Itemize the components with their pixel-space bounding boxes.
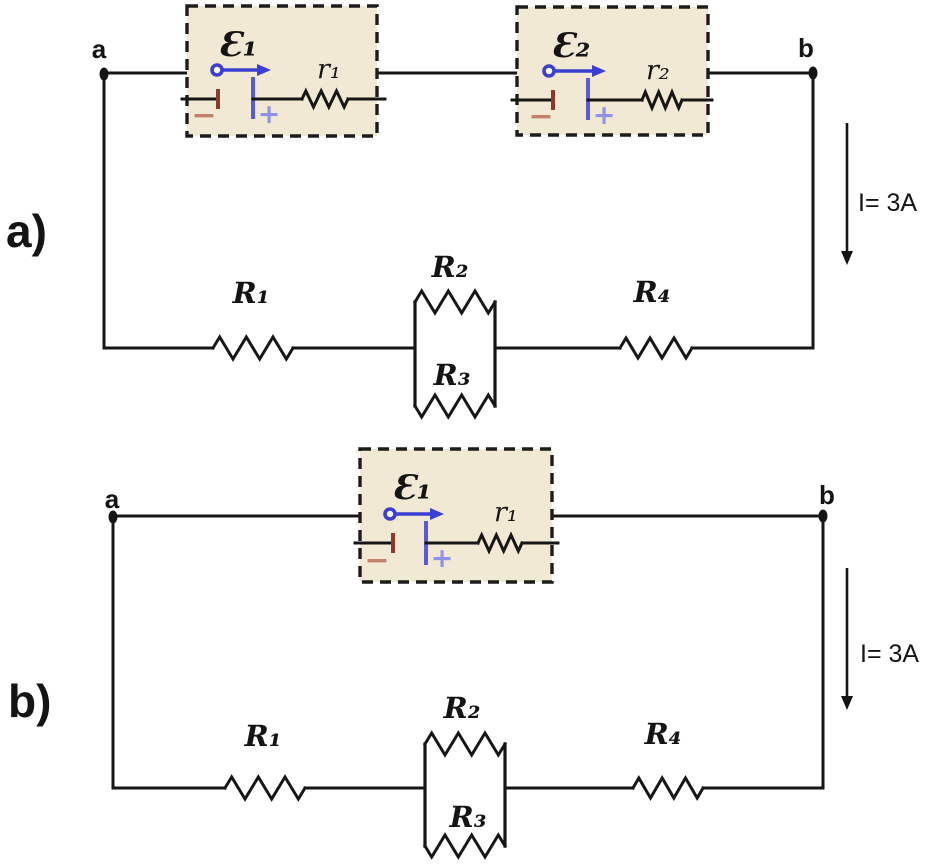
emf-label: Ɛ₁ bbox=[218, 25, 257, 65]
emf-arrowhead-icon bbox=[592, 65, 606, 77]
current-arrowhead-icon bbox=[841, 696, 853, 710]
current-arrow-b: I= 3A bbox=[841, 568, 919, 710]
resistor-R4-zigzag bbox=[630, 775, 706, 801]
circuit-b-wires bbox=[111, 514, 825, 790]
resistor-R4-label: R₄ bbox=[633, 275, 671, 309]
circuit-b-title: b) bbox=[8, 675, 51, 727]
resistor-R1-zigzag bbox=[222, 774, 308, 802]
resistor-R3-label: R₃ bbox=[433, 358, 471, 392]
resistor-R4-label: R₄ bbox=[644, 717, 682, 751]
parallel-block-a: R₂ R₃ bbox=[412, 250, 498, 420]
current-label: I= 3A bbox=[860, 640, 919, 668]
emf-arrowhead-icon bbox=[257, 64, 271, 76]
emf-box bbox=[185, 4, 379, 138]
plus-sign: + bbox=[431, 543, 454, 574]
emf-label: Ɛ₁ bbox=[392, 468, 431, 508]
node-a-dot bbox=[108, 510, 118, 524]
emf-source-1: Ɛ₁ − + r₁ bbox=[180, 4, 387, 138]
node-b-label: b bbox=[798, 33, 814, 63]
current-arrow-a: I= 3A bbox=[841, 123, 917, 265]
circuit-b: b) a b Ɛ₁ − bbox=[8, 447, 919, 860]
resistor-R3-label: R₃ bbox=[449, 800, 487, 834]
resistor-r1-zigzag bbox=[476, 531, 524, 555]
emf-source-1: Ɛ₁ − + r₁ bbox=[353, 447, 560, 584]
resistor-R2-zigzag bbox=[422, 730, 508, 758]
emf-label: Ɛ₂ bbox=[551, 26, 590, 66]
resistor-R3-zigzag bbox=[412, 392, 498, 420]
resistor-r2-zigzag bbox=[640, 88, 684, 112]
emf-arrow-ring-icon bbox=[542, 64, 556, 78]
resistor-R3-zigzag bbox=[422, 832, 508, 860]
resistor-r1-zigzag bbox=[299, 87, 351, 111]
emf-source-2: Ɛ₂ − + r₂ bbox=[510, 5, 714, 137]
resistor-R1-label: R₁ bbox=[244, 719, 282, 753]
resistor-R1-zigzag bbox=[210, 334, 296, 362]
node-b-dot bbox=[808, 66, 818, 80]
node-a-label: a bbox=[105, 484, 120, 514]
node-b-label: b bbox=[819, 480, 835, 510]
circuit-a-title: a) bbox=[6, 205, 47, 257]
internal-resistance-label: r₁ bbox=[494, 497, 518, 528]
resistor-R2-zigzag bbox=[412, 288, 498, 316]
resistor-R2-label: R₂ bbox=[431, 250, 469, 284]
circuit-a-wires bbox=[102, 71, 815, 350]
emf-arrow-ring-icon bbox=[383, 507, 397, 521]
minus-sign: − bbox=[191, 98, 216, 133]
plus-sign: + bbox=[593, 100, 616, 131]
resistor-R4-zigzag bbox=[617, 335, 695, 361]
node-b-dot bbox=[818, 509, 828, 523]
minus-sign: − bbox=[364, 543, 389, 578]
emf-arrow-ring-icon bbox=[210, 63, 224, 77]
node-a-dot bbox=[99, 67, 109, 81]
current-arrowhead-icon bbox=[841, 251, 853, 265]
current-label: I= 3A bbox=[858, 189, 917, 217]
minus-sign: − bbox=[528, 99, 553, 134]
circuit-a: a) a b Ɛ₁ bbox=[6, 4, 917, 420]
internal-resistance-label: r₂ bbox=[646, 55, 670, 86]
emf-arrowhead-icon bbox=[430, 508, 444, 520]
parallel-block-b: R₂ R₃ bbox=[422, 691, 508, 860]
plus-sign: + bbox=[258, 99, 281, 130]
resistor-R2-label: R₂ bbox=[443, 691, 481, 725]
internal-resistance-label: r₁ bbox=[317, 54, 341, 85]
resistor-R1-label: R₁ bbox=[232, 276, 270, 310]
node-a-label: a bbox=[92, 34, 107, 64]
